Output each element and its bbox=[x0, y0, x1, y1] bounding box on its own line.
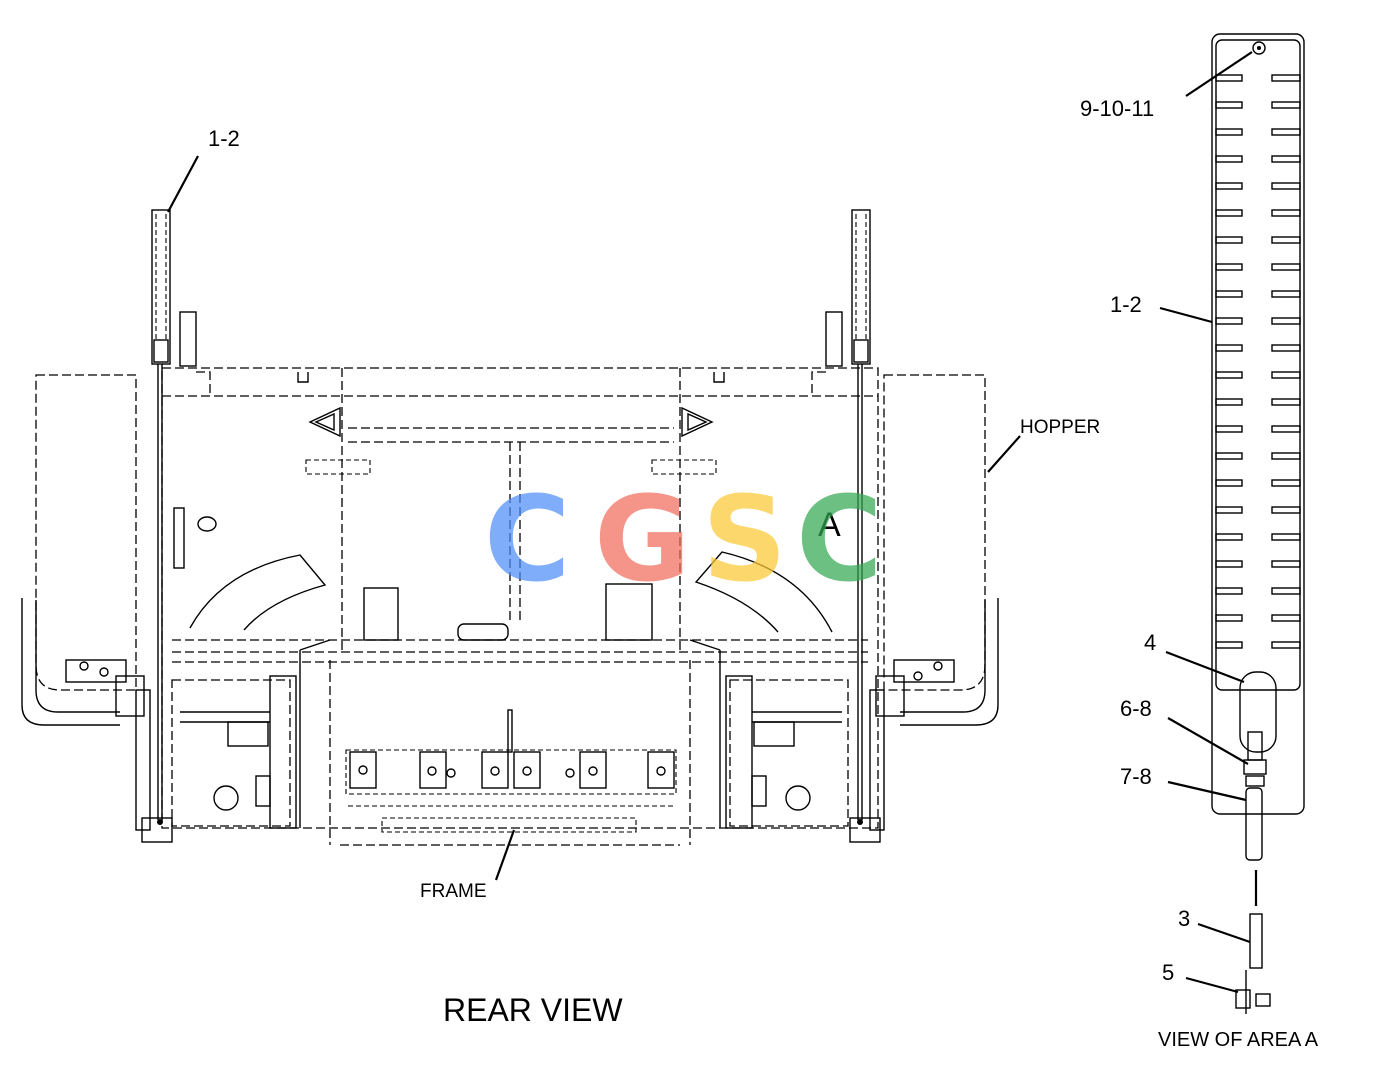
callout-3: 3 bbox=[1178, 906, 1190, 931]
label-hopper: HOPPER bbox=[1020, 417, 1100, 438]
area-marker-a: A bbox=[818, 506, 841, 544]
slot-left bbox=[1215, 641, 1243, 649]
slot-left bbox=[1215, 128, 1243, 136]
slot-right bbox=[1271, 209, 1301, 217]
slot-right bbox=[1271, 533, 1301, 541]
right-hopper-wing bbox=[875, 374, 999, 726]
callout-detail-1-2: 1-2 bbox=[1110, 292, 1142, 317]
leader-6-8 bbox=[1167, 717, 1249, 765]
leader-detail-1-2 bbox=[1159, 306, 1213, 324]
callout-7-8: 7-8 bbox=[1120, 764, 1152, 789]
slot-right bbox=[1271, 74, 1301, 82]
watermark-letter-1: C bbox=[484, 470, 571, 608]
slot-left bbox=[1215, 236, 1243, 244]
slot-right bbox=[1271, 344, 1301, 352]
leader-7-8 bbox=[1167, 780, 1247, 802]
slot-left bbox=[1215, 506, 1243, 514]
rear-view-title: REAR VIEW bbox=[443, 992, 623, 1028]
slot-left bbox=[1215, 317, 1243, 325]
slot-left bbox=[1215, 452, 1243, 460]
leader-3 bbox=[1197, 922, 1251, 944]
slot-left bbox=[1215, 479, 1243, 487]
slot-left bbox=[1215, 263, 1243, 271]
slot-right bbox=[1271, 128, 1301, 136]
slot-left bbox=[1215, 182, 1243, 190]
slot-right bbox=[1271, 290, 1301, 298]
callout-6-8: 6-8 bbox=[1120, 696, 1152, 721]
left-hopper-wing bbox=[21, 374, 145, 726]
slot-left bbox=[1215, 398, 1243, 406]
slot-right bbox=[1271, 479, 1301, 487]
slot-right bbox=[1271, 425, 1301, 433]
slot-left bbox=[1215, 155, 1243, 163]
watermark-letter-2: G bbox=[594, 470, 691, 608]
slot-right bbox=[1271, 641, 1301, 649]
callout-9-10-11: 9-10-11 bbox=[1080, 96, 1154, 121]
slot-left bbox=[1215, 371, 1243, 379]
detail-title: VIEW OF AREA A bbox=[1158, 1029, 1319, 1051]
slot-right bbox=[1271, 614, 1301, 622]
leader-frame bbox=[494, 829, 516, 881]
slot-right bbox=[1271, 101, 1301, 109]
slot-right bbox=[1271, 398, 1301, 406]
slot-right bbox=[1271, 263, 1301, 271]
slot-left bbox=[1215, 587, 1243, 595]
slot-left bbox=[1215, 614, 1243, 622]
left-gas-strut bbox=[135, 209, 173, 843]
detail-slots bbox=[1215, 74, 1301, 649]
slot-left bbox=[1215, 560, 1243, 568]
slot-right bbox=[1271, 452, 1301, 460]
slot-left bbox=[1215, 344, 1243, 352]
callout-rear-1-2: 1-2 bbox=[208, 126, 240, 151]
slot-right bbox=[1271, 155, 1301, 163]
watermark-letter-3: S bbox=[702, 470, 787, 608]
label-frame: FRAME bbox=[420, 881, 487, 902]
slot-right bbox=[1271, 371, 1301, 379]
hopper-body bbox=[161, 311, 879, 846]
watermark-letter-4: C bbox=[796, 470, 883, 608]
slot-right bbox=[1271, 182, 1301, 190]
slot-right bbox=[1271, 317, 1301, 325]
slot-left bbox=[1215, 425, 1243, 433]
slot-right bbox=[1271, 506, 1301, 514]
cgsc-watermark: C G S C bbox=[484, 470, 883, 608]
slot-left bbox=[1215, 209, 1243, 217]
leader-4 bbox=[1165, 650, 1245, 684]
slot-left bbox=[1215, 290, 1243, 298]
slot-left bbox=[1215, 533, 1243, 541]
leader-hopper bbox=[987, 435, 1021, 473]
slot-right bbox=[1271, 560, 1301, 568]
callout-4: 4 bbox=[1144, 630, 1156, 655]
leader-9-10-11 bbox=[1185, 51, 1253, 97]
slot-right bbox=[1271, 236, 1301, 244]
leader-rear-1-2 bbox=[167, 155, 199, 213]
area-a-detail: 9-10-11 1-2 4 6-8 7-8 3 5 VIEW OF AREA A bbox=[1080, 33, 1319, 1051]
slot-left bbox=[1215, 101, 1243, 109]
slot-left bbox=[1215, 74, 1243, 82]
rear-view-drawing: 1-2 HOPPER FRAME A REAR VIEW bbox=[21, 126, 1100, 1028]
leader-5 bbox=[1185, 976, 1239, 994]
callout-5: 5 bbox=[1162, 960, 1174, 985]
right-gas-strut bbox=[849, 209, 885, 843]
slot-right bbox=[1271, 587, 1301, 595]
